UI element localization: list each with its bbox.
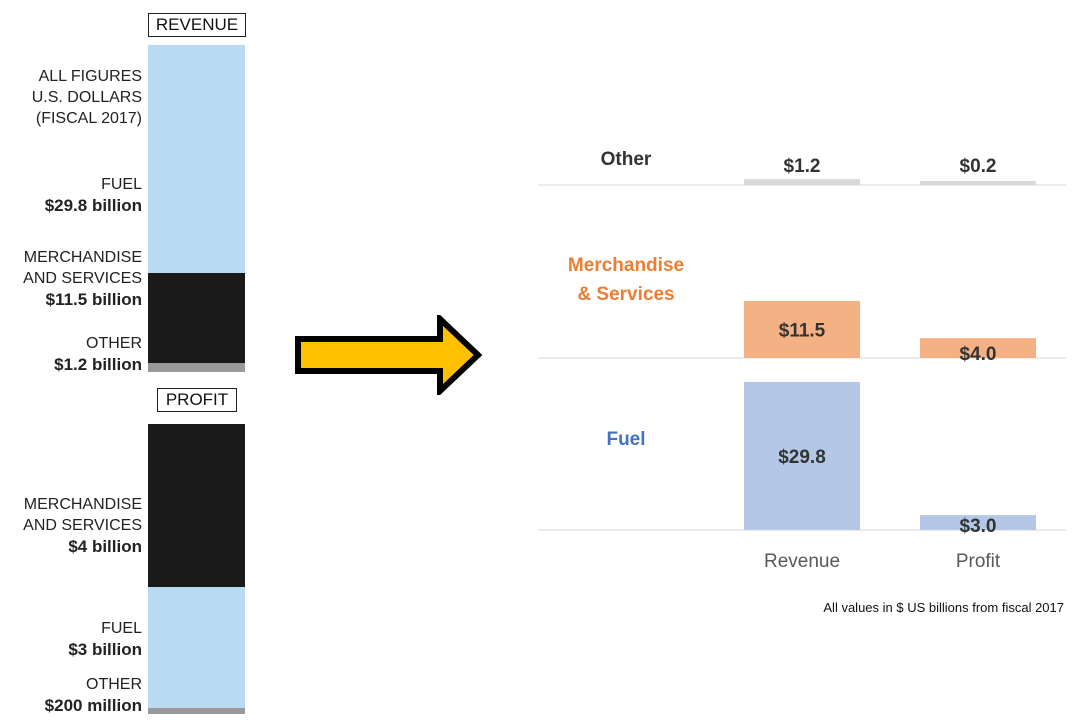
right-arrow-icon — [295, 315, 483, 395]
other-bar-revenue — [744, 179, 860, 185]
merchandise-value-label: $11.5 — [779, 320, 826, 341]
fuel-bar-profit — [920, 515, 1036, 530]
profit-other-label: OTHER $200 million — [44, 676, 142, 715]
revenue-title: REVENUE — [148, 13, 246, 37]
profit-fuel-segment — [148, 587, 245, 708]
merchandise-bar-revenue — [744, 300, 860, 358]
revenue-merchandise-label: MERCHANDISE AND SERVICES $11.5 billion — [23, 249, 142, 309]
category-label-profit: Profit — [956, 551, 1001, 572]
profit-other-segment — [148, 708, 245, 714]
profit-fuel-label: FUEL $3 billion — [68, 620, 142, 659]
category-label-revenue: Revenue — [764, 551, 840, 572]
other-series-label: Other — [601, 149, 652, 170]
revenue-merchandise-segment — [148, 273, 245, 363]
merchandise-value-label: $4.0 — [960, 344, 997, 365]
merchandise-bar-profit — [920, 338, 1036, 358]
profit-merchandise-label: MERCHANDISE AND SERVICES $4 billion — [23, 496, 142, 556]
fuel-value-label: $3.0 — [960, 516, 997, 537]
profit-merchandise-segment — [148, 424, 245, 587]
merchandise-series-label: Merchandise — [568, 255, 684, 276]
revenue-fuel-segment — [148, 45, 245, 273]
revenue-other-label: OTHER $1.2 billion — [54, 335, 142, 374]
footnote: All values in $ US billions from fiscal … — [823, 600, 1064, 615]
merchandise-series-label: & Services — [577, 284, 674, 305]
figures-note: ALL FIGURES U.S. DOLLARS (FISCAL 2017) — [31, 68, 142, 127]
fuel-bar-revenue — [744, 382, 860, 530]
other-value-label: $1.2 — [784, 156, 821, 177]
other-bar-profit — [920, 181, 1036, 185]
profit-title: PROFIT — [157, 388, 237, 412]
fuel-series-label: Fuel — [606, 429, 645, 450]
revenue-other-segment — [148, 363, 245, 372]
fuel-value-label: $29.8 — [778, 447, 826, 468]
redesigned-chart: $29.8 $3.0 Fuel $11.5 $4.0 Merchandise & Servi… — [538, 149, 1066, 572]
original-stacked-chart: REVENUE PROFIT ALL FIGURES U.S. DOLLARS … — [0, 0, 250, 726]
revenue-fuel-label: FUEL $29.8 billion — [44, 176, 142, 215]
other-value-label: $0.2 — [960, 156, 997, 177]
